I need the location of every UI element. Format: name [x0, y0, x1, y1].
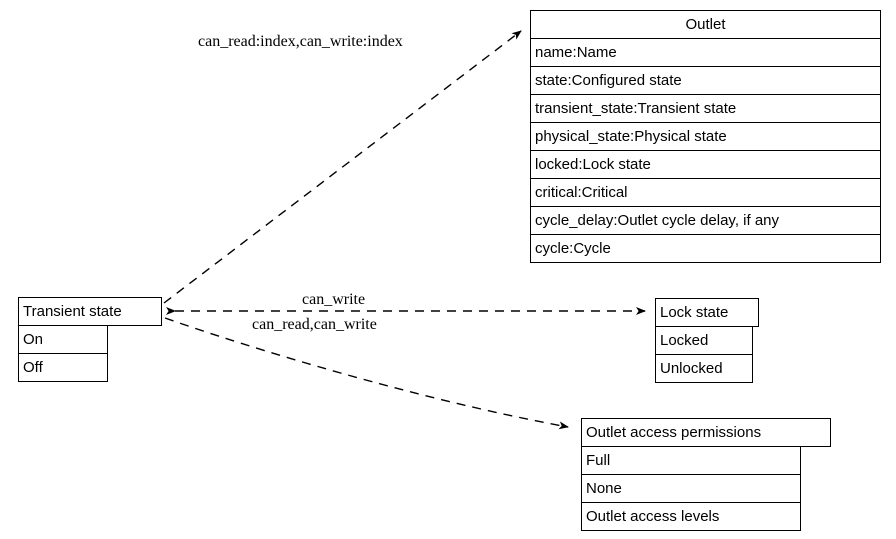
- entity-transient-state-attr-0: On: [18, 325, 108, 354]
- entity-outlet-access-permissions-title: Outlet access permissions: [581, 418, 831, 447]
- edge-label-transient-to-outlet: can_read:index,can_write:index: [198, 33, 403, 50]
- entity-outlet-attr-2: transient_state:Transient state: [530, 94, 881, 123]
- edge-label-can-write: can_write: [302, 291, 366, 308]
- entity-outlet-access-permissions-attr-0: Full: [581, 446, 801, 475]
- entity-lock-state-attr-0: Locked: [655, 326, 753, 355]
- entity-outlet-attr-5: critical:Critical: [530, 178, 881, 207]
- entity-lock-state-attr-1: Unlocked: [655, 354, 753, 383]
- edge-label-can-read-can-write: can_read,can_write: [252, 316, 377, 333]
- entity-outlet-attr-1: state:Configured state: [530, 66, 881, 95]
- entity-outlet-access-permissions-attr-2: Outlet access levels: [581, 502, 801, 531]
- entity-lock-state-title: Lock state: [655, 298, 759, 327]
- edge-transient-to-outlet-access-permissions: [164, 317, 569, 430]
- entity-transient-state-title: Transient state: [18, 297, 162, 326]
- edge-transient-to-outlet: [163, 30, 522, 304]
- entity-outlet-attr-0: name:Name: [530, 38, 881, 67]
- entity-outlet-attr-3: physical_state:Physical state: [530, 122, 881, 151]
- entity-outlet-access-permissions-attr-1: None: [581, 474, 801, 503]
- entity-outlet-attr-7: cycle:Cycle: [530, 234, 881, 263]
- entity-outlet-title: Outlet: [530, 10, 881, 39]
- entity-transient-state-attr-1: Off: [18, 353, 108, 382]
- entity-outlet-attr-4: locked:Lock state: [530, 150, 881, 179]
- entity-outlet-attr-6: cycle_delay:Outlet cycle delay, if any: [530, 206, 881, 235]
